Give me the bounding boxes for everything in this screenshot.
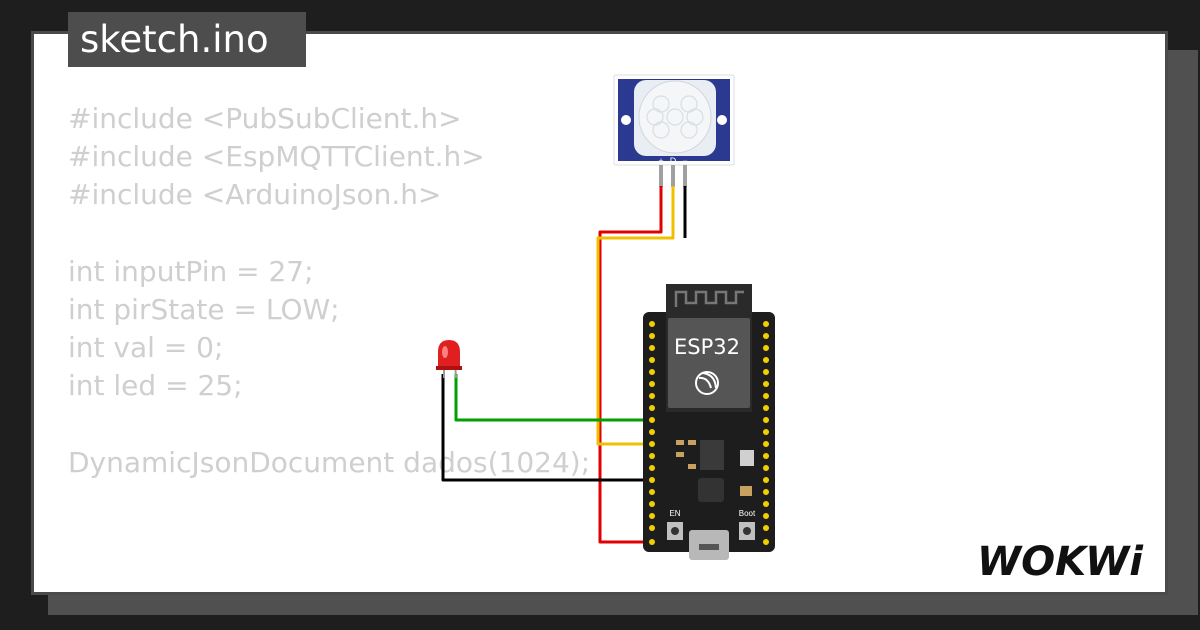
wire-ground-led[interactable] (441, 374, 652, 482)
en-button-label: EN (669, 509, 680, 518)
wire-led[interactable] (454, 374, 652, 422)
led-body (438, 340, 460, 368)
pir-lens-pattern (646, 95, 704, 139)
smd-component (688, 440, 696, 445)
led-rim (436, 366, 462, 370)
code-line: int val = 0; (68, 331, 224, 365)
right-pin-header (763, 321, 769, 545)
boot-button-label: Boot (739, 509, 756, 518)
pir-sensor[interactable]: + D − (613, 74, 735, 187)
en-button-cap (671, 527, 679, 535)
voltage-regulator (700, 440, 724, 470)
wire-signal[interactable] (596, 186, 675, 446)
code-line: int led = 25; (68, 369, 243, 403)
pir-pin-label: D (670, 156, 677, 166)
led-highlight (442, 346, 448, 358)
pir-pin (659, 165, 663, 187)
wokwi-logo: WOKWi (977, 539, 1144, 585)
wokwi-logo-text: WOKWi (977, 539, 1144, 585)
code-line: DynamicJsonDocument dados(1024); (68, 445, 591, 479)
file-tab[interactable]: sketch.ino (68, 12, 306, 67)
usb-uart-chip (698, 478, 724, 502)
esp32-shield (668, 318, 750, 408)
code-line: #include <ArduinoJson.h> (68, 178, 442, 212)
smd-component (688, 464, 696, 469)
pir-lens-dome (638, 80, 712, 154)
file-tab-label: sketch.ino (80, 18, 269, 61)
code-line: int inputPin = 27; (68, 254, 314, 288)
pir-mount-hole (621, 115, 631, 125)
smd-component (676, 440, 684, 445)
smd-component (676, 452, 684, 457)
boot-button-cap (743, 527, 751, 535)
usb-port-opening (699, 544, 719, 550)
smd-component (740, 486, 752, 496)
pir-pin (671, 165, 675, 187)
pir-pin-label: + (658, 156, 663, 166)
esp32-board[interactable]: ESP32 (643, 284, 775, 560)
chip-label: ESP32 (674, 335, 740, 359)
code-line: #include <PubSubClient.h> (68, 102, 462, 135)
code-line: #include <EspMQTTClient.h> (68, 140, 485, 174)
red-led[interactable] (436, 340, 462, 379)
antenna-trace (674, 290, 744, 307)
pir-pin (683, 165, 687, 187)
code-editor[interactable]: #include <PubSubClient.h> #include <EspM… (68, 100, 590, 482)
wires[interactable] (441, 186, 687, 544)
left-pin-header (649, 321, 655, 545)
espressif-logo-icon (695, 371, 719, 395)
code-line: int pirState = LOW; (68, 292, 340, 326)
status-led-housing (740, 450, 754, 466)
pir-pin-label: − (682, 156, 687, 166)
pir-mount-hole (717, 115, 727, 125)
wire-power[interactable] (598, 186, 663, 544)
